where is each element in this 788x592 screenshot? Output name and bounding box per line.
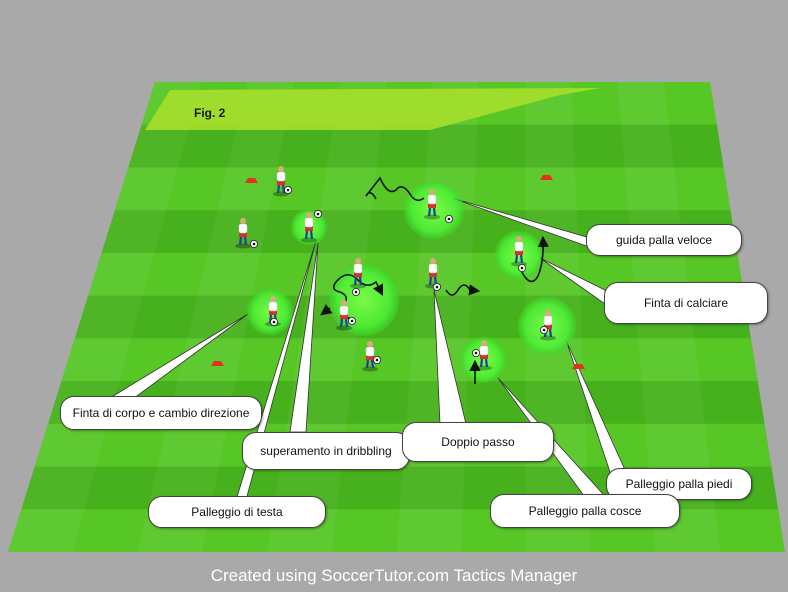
ball-icon <box>249 239 258 248</box>
arrow-icon <box>365 176 425 202</box>
ball-icon <box>283 185 292 194</box>
ball-icon <box>540 325 549 334</box>
ball-icon <box>432 282 441 291</box>
player-icon <box>424 189 440 220</box>
arrow-icon <box>320 304 333 316</box>
ball-icon <box>471 348 480 357</box>
cone-icon <box>572 364 585 369</box>
player-icon <box>301 212 317 243</box>
figure-label: Fig. 2 <box>194 106 226 120</box>
arrow-icon <box>519 235 549 283</box>
cone-icon <box>540 175 553 180</box>
footer-credit: Created using SoccerTutor.com Tactics Ma… <box>210 566 578 585</box>
arrow-icon <box>445 284 481 296</box>
ball-icon <box>347 316 356 325</box>
ball-icon <box>518 263 527 272</box>
callout-palleggio-di-testa: Palleggio di testa <box>148 496 326 528</box>
callout-doppio-passo: Doppio passo <box>402 422 554 462</box>
ball-icon <box>269 317 278 326</box>
light-zone <box>145 88 600 130</box>
callout-finta-di-corpo: Finta di corpo e cambio direzione <box>60 396 262 430</box>
callout-guida-palla-veloce: guida palla veloce <box>586 224 742 256</box>
players <box>235 166 556 372</box>
player-icon <box>362 341 378 372</box>
player-icon <box>350 258 366 289</box>
pitch-stripe <box>8 82 202 552</box>
ball-icon <box>351 287 360 296</box>
cones <box>211 175 585 369</box>
player-icon <box>235 218 251 249</box>
pitch-stripe <box>8 338 785 382</box>
callout-palleggio-palla-cosce: Palleggio palla cosce <box>490 494 680 528</box>
player-icon <box>336 300 352 331</box>
player-icon <box>273 166 289 197</box>
player-icon <box>476 340 492 371</box>
cone-icon <box>211 361 224 366</box>
ball-icon <box>313 209 322 218</box>
pitch-stripe <box>137 82 294 552</box>
cone-icon <box>245 178 258 183</box>
callout-superamento-dribbling: superamento in dribbling <box>242 432 410 470</box>
ball-icon <box>372 355 381 364</box>
player-icon <box>540 310 556 341</box>
callout-finta-di-calciare: Finta di calciare <box>604 282 768 324</box>
ball-icon <box>444 214 453 223</box>
